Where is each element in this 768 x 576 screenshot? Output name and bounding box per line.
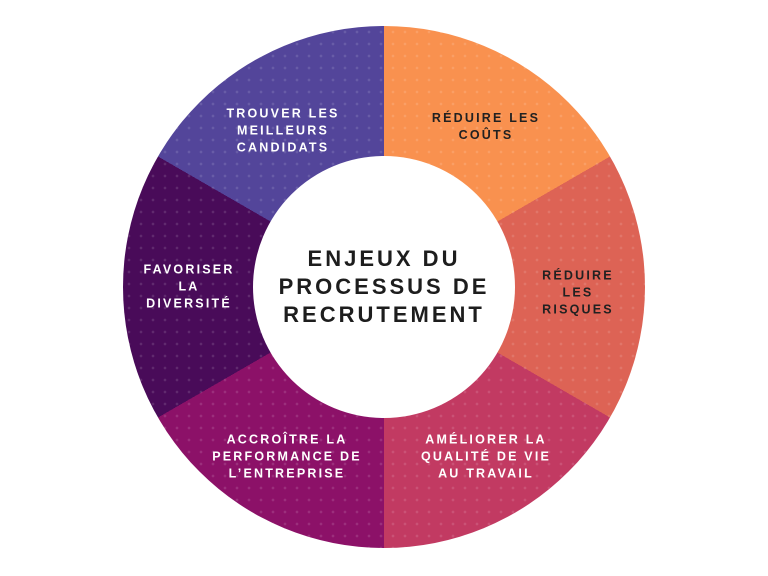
segment-label-ameliorer-qualite-de-vie: AMÉLIORER LA QUALITÉ DE VIE AU TRAVAIL xyxy=(420,432,552,481)
segment-label-reduire-les-risques: RÉDUIRE LES RISQUES xyxy=(542,268,614,317)
segment-label-favoriser-diversite: FAVORISER LA DIVERSITÉ xyxy=(143,262,235,311)
donut-center: ENJEUX DU PROCESSUS DE RECRUTEMENT xyxy=(253,156,515,418)
segment-label-accroitre-performance: ACCROÎTRE LA PERFORMANCE DE L’ENTREPRISE xyxy=(212,432,362,481)
segment-label-reduire-les-couts: RÉDUIRE LES COÛTS xyxy=(431,111,541,142)
chart-title: ENJEUX DU PROCESSUS DE RECRUTEMENT xyxy=(278,246,490,327)
segment-label-trouver-candidats: TROUVER LES MEILLEURS CANDIDATS xyxy=(226,106,340,155)
donut-chart: RÉDUIRE LES COÛTS RÉDUIRE LES RISQUES AM… xyxy=(123,26,645,548)
